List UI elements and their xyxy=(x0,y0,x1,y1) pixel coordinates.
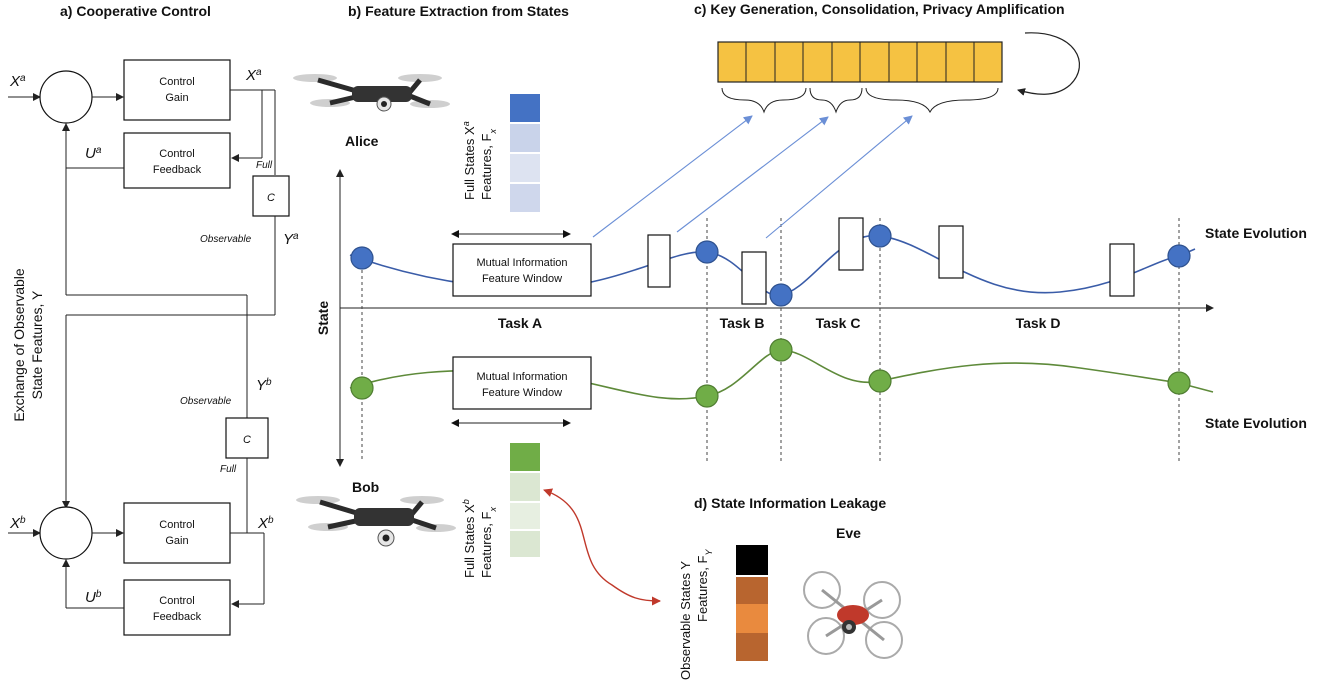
xa-output-label: Xa xyxy=(245,67,262,85)
alice-state-point xyxy=(350,246,374,270)
svg-text:C: C xyxy=(243,434,251,446)
eve-label: Eve xyxy=(836,525,861,541)
svg-text:Gain: Gain xyxy=(165,92,188,104)
panel-c-title: c) Key Generation, Consolidation, Privac… xyxy=(694,1,1065,17)
task-label: Task B xyxy=(720,315,765,331)
iteration-cycle-arrow xyxy=(1017,32,1081,96)
alice-state-point xyxy=(769,283,793,307)
ua-label: Ua xyxy=(85,145,102,163)
svg-text:Features, Fx: Features, Fx xyxy=(479,507,498,578)
svg-text:State: State xyxy=(315,301,331,335)
control-feedback-bob xyxy=(123,579,231,636)
panel-a-title: a) Cooperative Control xyxy=(60,3,211,19)
svg-text:Mutual Information: Mutual Information xyxy=(476,257,567,269)
svg-text:Feedback: Feedback xyxy=(153,611,202,623)
xa-input-label: Xa xyxy=(9,73,26,91)
feature-window xyxy=(647,234,671,288)
task-label: Task A xyxy=(498,315,542,331)
bob-state-point xyxy=(1167,371,1191,395)
svg-text:Full States Xb: Full States Xb xyxy=(461,499,477,578)
summing-junction-alice xyxy=(39,70,93,124)
svg-text:State Features, Y: State Features, Y xyxy=(29,290,45,399)
svg-text:Control: Control xyxy=(159,148,194,160)
bob-state-point xyxy=(769,338,793,362)
task-label: Task D xyxy=(1016,315,1061,331)
alice-feature-cell xyxy=(510,124,540,152)
eve-feature-cell xyxy=(736,633,768,661)
exchange-label: Exchange of Observable State Features, Y xyxy=(11,268,45,422)
alice-feature-cell xyxy=(510,94,540,122)
eve-feature-cell xyxy=(736,604,768,633)
eve-feature-cell xyxy=(736,577,768,604)
bob-state-point xyxy=(695,384,719,408)
key-bit-array xyxy=(717,41,1003,83)
svg-text:Features, Fx: Features, Fx xyxy=(479,129,498,200)
mi-window-bob xyxy=(452,356,592,410)
task-label: Task C xyxy=(816,315,861,331)
bob-drone-icon xyxy=(296,496,456,547)
bob-feature-cell xyxy=(510,503,540,529)
ub-label: Ub xyxy=(85,589,102,607)
eve-drone-icon xyxy=(803,571,903,659)
svg-text:Full States Xa: Full States Xa xyxy=(461,121,477,200)
svg-text:Full: Full xyxy=(256,160,273,171)
alice-feature-cell xyxy=(510,154,540,182)
svg-text:Full: Full xyxy=(220,464,237,475)
bob-features-label: Full States Xb Features, Fx xyxy=(461,499,498,578)
svg-text:Control: Control xyxy=(159,519,194,531)
alice-label: Alice xyxy=(345,133,379,149)
control-feedback-alice xyxy=(123,132,231,189)
alice-state-point xyxy=(868,224,892,248)
bob-feature-cell xyxy=(510,473,540,501)
bob-label: Bob xyxy=(352,479,379,495)
feature-window xyxy=(938,225,964,279)
leakage-arrow xyxy=(543,488,661,606)
state-axis-label: State xyxy=(315,301,331,335)
ya-label: Ya xyxy=(283,231,299,249)
svg-text:Control: Control xyxy=(159,76,194,88)
svg-text:Observable: Observable xyxy=(200,234,252,245)
svg-text:Feature Window: Feature Window xyxy=(482,387,562,399)
svg-text:Mutual Information: Mutual Information xyxy=(476,371,567,383)
feature-window xyxy=(1109,243,1135,297)
svg-text:Observable States Y: Observable States Y xyxy=(678,561,693,680)
svg-text:Feedback: Feedback xyxy=(153,164,202,176)
yb-label: Yb xyxy=(256,377,272,395)
xb-output-label: Xb xyxy=(257,515,274,533)
summing-junction-bob xyxy=(39,506,93,560)
feature-window xyxy=(741,251,767,305)
control-gain-alice xyxy=(123,59,231,121)
bob-state-point xyxy=(868,369,892,393)
c-block-alice xyxy=(252,175,290,217)
bob-state-point xyxy=(350,376,374,400)
alice-features-label: Full States Xa Features, Fx xyxy=(461,121,498,200)
eve-features-label: Observable States Y Features, FY xyxy=(678,549,714,680)
bob-feature-cell xyxy=(510,443,540,471)
svg-text:Observable: Observable xyxy=(180,396,232,407)
xb-input-label: Xb xyxy=(9,515,26,533)
bob-feature-cell xyxy=(510,531,540,557)
svg-text:Feature Window: Feature Window xyxy=(482,273,562,285)
bob-state-evolution-label: State Evolution xyxy=(1205,415,1307,431)
control-gain-bob xyxy=(123,502,231,564)
svg-text:Control: Control xyxy=(159,595,194,607)
svg-text:Gain: Gain xyxy=(165,535,188,547)
svg-text:C: C xyxy=(267,192,275,204)
mi-window-alice xyxy=(452,243,592,297)
alice-feature-cell xyxy=(510,184,540,212)
svg-text:Exchange of Observable: Exchange of Observable xyxy=(11,268,27,422)
alice-state-point xyxy=(1167,244,1191,268)
svg-text:Features, FY: Features, FY xyxy=(695,549,714,622)
feature-window xyxy=(838,217,864,271)
c-block-bob xyxy=(225,417,269,459)
alice-state-point xyxy=(695,240,719,264)
panel-d-title: d) State Information Leakage xyxy=(694,495,886,511)
alice-drone-icon xyxy=(293,74,450,112)
eve-feature-cell xyxy=(736,545,768,575)
panel-b-title: b) Feature Extraction from States xyxy=(348,3,569,19)
alice-state-evolution-label: State Evolution xyxy=(1205,225,1307,241)
